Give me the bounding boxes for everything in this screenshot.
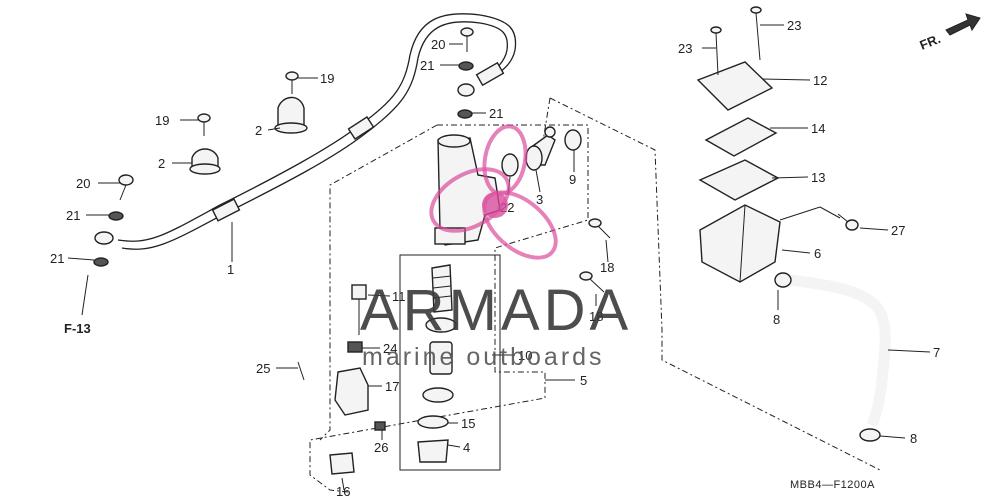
callouts: 1 2 2 3 4 5 6 7 8 8 9 10 11 12 13 14 15 … xyxy=(50,18,940,499)
screw-23-right xyxy=(750,6,762,61)
callout-23b: 23 xyxy=(787,18,801,33)
brake-hose xyxy=(94,13,517,250)
callout-15: 15 xyxy=(461,416,475,431)
plate-14 xyxy=(704,117,778,157)
callout-27: 27 xyxy=(891,223,905,238)
o-ring-22 xyxy=(501,153,519,177)
circlip-15 xyxy=(417,415,449,429)
callout-17: 17 xyxy=(385,379,399,394)
screw-23-left xyxy=(710,26,722,76)
callout-8a: 8 xyxy=(773,312,780,327)
hose-clamp-lower xyxy=(189,148,221,175)
hose-clip-upper xyxy=(774,272,792,288)
callout-20b: 20 xyxy=(76,176,90,191)
watermark: ARMADA marine outboards xyxy=(360,124,632,371)
callout-6: 6 xyxy=(814,246,821,261)
reservoir-cap-12 xyxy=(696,61,774,111)
pin-26 xyxy=(374,421,386,431)
callout-21d: 21 xyxy=(50,251,64,266)
mount-bolt-18-upper xyxy=(588,218,611,239)
ref-label: F-13 xyxy=(64,321,91,336)
callout-14: 14 xyxy=(811,121,825,136)
callout-26: 26 xyxy=(374,440,388,455)
front-arrow-icon xyxy=(945,13,981,36)
bolt-19-lower xyxy=(197,113,211,136)
piston xyxy=(429,341,453,375)
callout-13: 13 xyxy=(811,170,825,185)
callout-11: 11 xyxy=(392,289,406,304)
o-ring-9 xyxy=(564,129,582,151)
reservoir-6 xyxy=(699,204,781,283)
callout-21b: 21 xyxy=(489,106,503,121)
callout-20a: 20 xyxy=(431,37,445,52)
callout-1: 1 xyxy=(227,262,234,277)
callout-23a: 23 xyxy=(678,41,692,56)
push-rod xyxy=(351,284,367,335)
rod-joint-17 xyxy=(334,367,369,416)
callout-18a: 18 xyxy=(600,260,614,275)
callout-2a: 2 xyxy=(255,123,262,138)
callout-12: 12 xyxy=(813,73,827,88)
banjo-bolt-20-upper xyxy=(460,27,474,52)
master-cylinder xyxy=(434,126,556,246)
assembly-outline-right xyxy=(549,97,881,471)
callout-5: 5 xyxy=(580,373,587,388)
callout-19a: 19 xyxy=(320,71,334,86)
spring xyxy=(431,264,453,313)
callout-19b: 19 xyxy=(155,113,169,128)
cotter-pin-25 xyxy=(297,361,305,381)
callout-21a: 21 xyxy=(420,58,434,73)
bolt-19-upper xyxy=(285,71,299,94)
callout-4: 4 xyxy=(463,440,470,455)
leader-lines xyxy=(67,24,931,491)
secondary-cup xyxy=(422,387,454,403)
front-direction-indicator: FR. xyxy=(918,13,981,53)
callout-21c: 21 xyxy=(66,208,80,223)
sealing-washer-4 xyxy=(93,257,109,267)
sealing-washer-2 xyxy=(457,109,473,119)
callout-7: 7 xyxy=(933,345,940,360)
callout-3: 3 xyxy=(536,192,543,207)
hose-clamp-upper xyxy=(274,96,308,134)
watermark-tagline: marine outboards xyxy=(362,343,605,371)
watermark-brand: ARMADA xyxy=(360,278,632,343)
callout-8b: 8 xyxy=(910,431,917,446)
callout-18b: 18 xyxy=(589,309,603,324)
diaphragm-13 xyxy=(698,159,780,201)
callout-24: 24 xyxy=(383,341,397,356)
banjo-bolt-20-lower xyxy=(118,174,134,201)
bolt-27 xyxy=(837,213,859,231)
mount-bolt-18-lower xyxy=(579,271,605,293)
callout-10: 10 xyxy=(518,348,532,363)
joint-3 xyxy=(525,145,543,171)
hose-clip-lower xyxy=(859,428,881,442)
sealing-washer-3 xyxy=(108,211,124,221)
propeller-logo-icon xyxy=(429,124,558,260)
callout-16: 16 xyxy=(336,484,350,499)
lock-nut-24 xyxy=(347,341,363,353)
sealing-washer-1 xyxy=(458,61,474,71)
assembly-outline-left xyxy=(319,124,438,441)
cap-16 xyxy=(329,452,355,475)
direction-label: FR. xyxy=(918,31,943,53)
primary-cup xyxy=(425,317,457,333)
boot-4 xyxy=(417,439,449,463)
callout-9: 9 xyxy=(569,172,576,187)
assembly-outline-main xyxy=(309,124,589,493)
callout-2b: 2 xyxy=(158,156,165,171)
reservoir-hose-7 xyxy=(789,274,891,428)
piston-set-box xyxy=(399,254,501,471)
callout-25: 25 xyxy=(256,361,270,376)
diagram-code: MBB4—F1200A xyxy=(790,479,875,491)
